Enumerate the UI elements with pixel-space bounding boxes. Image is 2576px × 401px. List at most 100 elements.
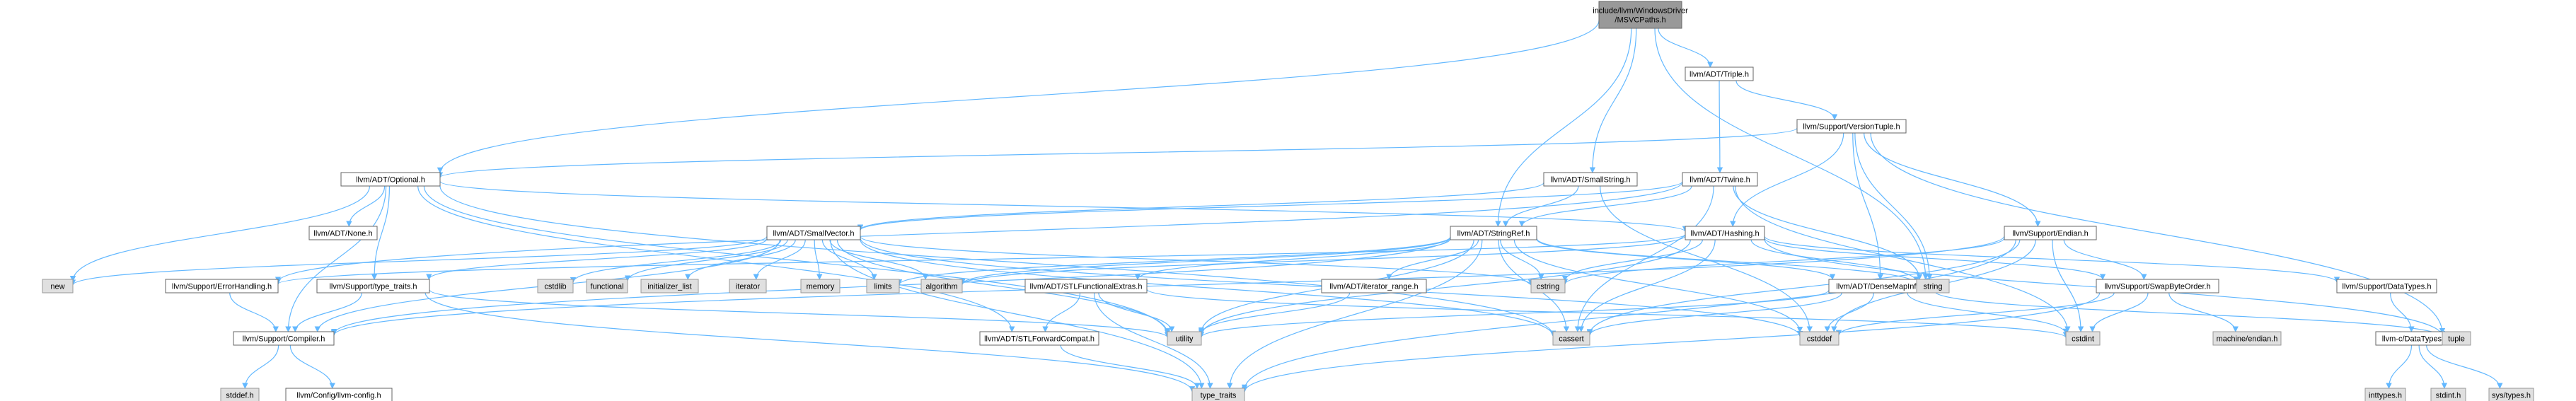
- edge-root-to-smallstring: [1589, 28, 1637, 173]
- node-cstdint-box: [2065, 331, 2101, 346]
- node-stlfunctional-box: [1024, 279, 1148, 294]
- node-cstring-label: cstring: [1537, 283, 1559, 291]
- edge-endian-to-cstdint: [2052, 239, 2084, 332]
- edge-endian-to-typetraitsstd: [1241, 239, 2016, 391]
- edge-twine-to-stringref: [1518, 185, 1692, 227]
- edge-smallstring-to-cstddef: [1600, 185, 1813, 332]
- node-initializer_list-box: [640, 279, 699, 294]
- edge-densemapinfo-to-utility: [1199, 289, 1830, 338]
- node-hashing-box: [1685, 226, 1765, 240]
- node-stddefh-label: stddef.h: [226, 392, 253, 400]
- node-smallstring[interactable]: llvm/ADT/SmallString.h: [1543, 172, 1638, 187]
- node-typetraits-box: [316, 279, 430, 294]
- edge-smallvector-to-limits: [821, 239, 877, 280]
- node-compiler-label: llvm/Support/Compiler.h: [243, 335, 325, 344]
- node-smallvector[interactable]: llvm/ADT/SmallVector.h: [766, 226, 861, 240]
- node-string-box: [1916, 279, 1950, 294]
- node-errorhandling[interactable]: llvm/Support/ErrorHandling.h: [165, 279, 279, 294]
- node-triple-label: llvm/ADT/Triple.h: [1690, 71, 1749, 79]
- node-swapbyteorder[interactable]: llvm/Support/SwapByteOrder.h: [2096, 279, 2219, 294]
- node-cstdlib-box: [537, 279, 574, 294]
- node-optional[interactable]: llvm/ADT/Optional.h: [340, 172, 441, 187]
- node-stringref[interactable]: llvm/ADT/StringRef.h: [1450, 226, 1537, 240]
- node-new-box: [42, 279, 74, 294]
- node-typetraits-label: llvm/Support/type_traits.h: [329, 283, 417, 291]
- edge-stringref-to-iteratorrange: [1386, 239, 1479, 280]
- edge-smallvector-to-initializer_list: [685, 239, 796, 280]
- edge-errorhandling-to-compiler: [229, 292, 279, 332]
- node-supportdatatypes-box: [2336, 279, 2437, 294]
- node-compiler[interactable]: llvm/Support/Compiler.h: [233, 331, 335, 346]
- node-llvmconfig-box: [285, 388, 393, 401]
- node-smallvector-label: llvm/ADT/SmallVector.h: [773, 230, 855, 238]
- node-endian[interactable]: llvm/Support/Endian.h: [2004, 226, 2097, 240]
- edge-endian-to-compiler: [331, 236, 2005, 337]
- edge-smallvector-to-typetraits: [426, 238, 768, 280]
- node-inttypes: inttypes.h: [2364, 388, 2406, 401]
- node-initializer_list: initializer_list: [640, 279, 699, 294]
- edge-densemapinfo-to-cassert: [1586, 292, 1842, 336]
- node-systypes-box: [2488, 388, 2534, 401]
- node-machineendian-label: machine/endian.h: [2217, 335, 2278, 344]
- node-cstring: cstring: [1530, 279, 1566, 294]
- node-inttypes-box: [2364, 388, 2406, 401]
- node-root[interactable]: include/llvm/WindowsDriver/MSVCPaths.h: [1593, 1, 1688, 29]
- node-memory-label: memory: [807, 283, 835, 291]
- node-stlforward[interactable]: llvm/ADT/STLForwardCompat.h: [979, 331, 1099, 346]
- edge-hashing-to-utility: [1198, 239, 1691, 336]
- node-cdatatypes[interactable]: llvm-c/DataTypes.h: [2375, 331, 2455, 346]
- edge-versiontuple-to-hashing: [1730, 132, 1844, 227]
- edge-root-to-stringref: [1495, 28, 1632, 227]
- node-stddefh: stddef.h: [220, 388, 260, 401]
- node-optional-label: llvm/ADT/Optional.h: [356, 176, 425, 185]
- node-supportdatatypes[interactable]: llvm/Support/DataTypes.h: [2336, 279, 2437, 294]
- node-typetraitsstd-box: [1191, 388, 1245, 401]
- node-cstdlib-label: cstdlib: [544, 283, 566, 291]
- edge-smallvector-to-cassert: [860, 239, 1556, 337]
- edge-densemapinfo-to-tuple: [1934, 290, 2446, 338]
- node-hashing-label: llvm/ADT/Hashing.h: [1690, 230, 1759, 238]
- edge-twine-to-string: [1733, 185, 1923, 280]
- node-cstddef: cstddef: [1799, 331, 1839, 346]
- node-typetraitsstd-label: type_traits: [1201, 392, 1237, 400]
- edge-stlfunctional-to-cstdint: [1146, 289, 2069, 339]
- node-iterator: iterator: [729, 279, 767, 294]
- node-stlfunctional[interactable]: llvm/ADT/STLFunctionalExtras.h: [1024, 279, 1148, 294]
- node-llvmconfig[interactable]: llvm/Config/llvm-config.h: [285, 388, 393, 401]
- node-versiontuple-box: [1796, 119, 1907, 134]
- node-errorhandling-label: llvm/Support/ErrorHandling.h: [172, 283, 272, 291]
- node-cstdint-label: cstdint: [2072, 335, 2094, 344]
- node-stdinth-label: stdint.h: [2436, 392, 2461, 400]
- node-cstddef-label: cstddef: [1807, 335, 1832, 344]
- node-iteratorrange[interactable]: llvm/ADT/iterator_range.h: [1321, 279, 1427, 294]
- node-inttypes-label: inttypes.h: [2369, 392, 2402, 400]
- node-endian-label: llvm/Support/Endian.h: [2012, 230, 2089, 238]
- node-string: string: [1916, 279, 1950, 294]
- edge-optional-to-cassert: [439, 185, 1556, 337]
- node-utility-label: utility: [1175, 335, 1194, 344]
- node-algorithm-label: algorithm: [925, 283, 957, 291]
- node-stlfunctional-label: llvm/ADT/STLFunctionalExtras.h: [1030, 283, 1143, 291]
- node-iterator-label: iterator: [736, 283, 761, 291]
- node-cassert-box: [1552, 331, 1590, 346]
- node-tuple: tuple: [2442, 331, 2471, 346]
- node-new: new: [42, 279, 74, 294]
- node-stdinth-box: [2430, 388, 2466, 401]
- node-twine[interactable]: llvm/ADT/Twine.h: [1682, 172, 1758, 187]
- node-none[interactable]: llvm/ADT/None.h: [308, 226, 378, 240]
- edge-endian-to-swapbyteorder: [2063, 239, 2147, 280]
- node-versiontuple[interactable]: llvm/Support/VersionTuple.h: [1796, 119, 1907, 134]
- node-typetraits[interactable]: llvm/Support/type_traits.h: [316, 279, 430, 294]
- node-stringref-box: [1450, 226, 1537, 240]
- edge-cdatatypes-to-inttypes: [2386, 344, 2413, 389]
- edge-densemapinfo-to-cstddef: [1824, 292, 1874, 332]
- edge-hashing-to-errorhandling: [275, 233, 1686, 285]
- node-memory: memory: [800, 279, 841, 294]
- node-iteratorrange-box: [1321, 279, 1427, 294]
- node-endian-box: [2004, 226, 2097, 240]
- node-stringref-label: llvm/ADT/StringRef.h: [1457, 230, 1530, 238]
- node-triple[interactable]: llvm/ADT/Triple.h: [1685, 66, 1754, 81]
- node-supportdatatypes-label: llvm/Support/DataTypes.h: [2343, 283, 2432, 291]
- node-hashing[interactable]: llvm/ADT/Hashing.h: [1685, 226, 1765, 240]
- node-systypes-label: sys/types.h: [2492, 392, 2531, 400]
